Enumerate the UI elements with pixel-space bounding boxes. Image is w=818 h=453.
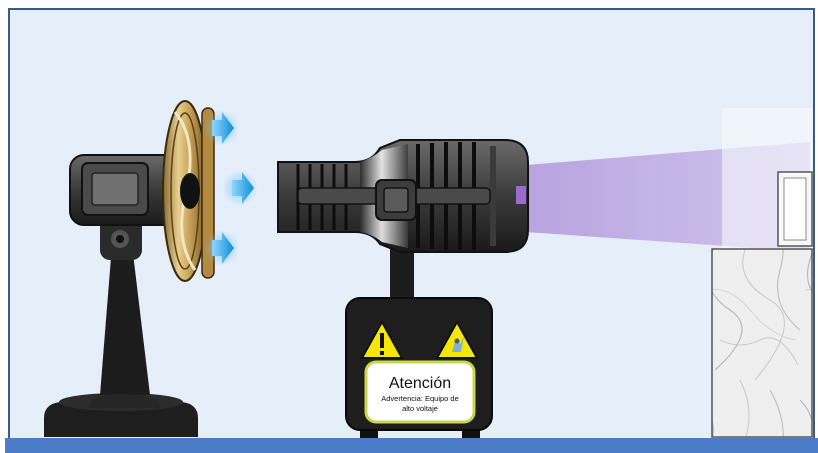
sign-title: Atención bbox=[389, 375, 451, 392]
sign-line-1: Advertencia: Equipo de bbox=[381, 394, 459, 403]
marble-column bbox=[712, 249, 812, 437]
sign-line-2: alto voltaje bbox=[402, 404, 438, 413]
warning-sign-panel bbox=[366, 362, 474, 422]
floor bbox=[5, 438, 818, 453]
device-nozzle bbox=[516, 186, 526, 204]
